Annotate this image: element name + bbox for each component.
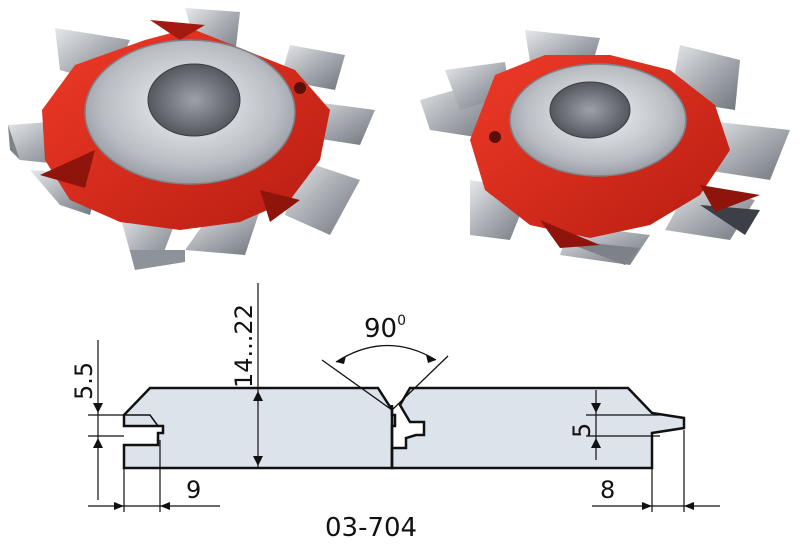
- profile-drawing: 900 14...22 5.5 5 9 8 03-704: [70, 283, 720, 543]
- right-depth-label: 8: [600, 476, 615, 504]
- left-tongue-label: 5.5: [70, 362, 98, 400]
- angle-degree-mark: 0: [397, 313, 406, 329]
- angle-label: 900: [364, 313, 406, 344]
- cutter-right-icon: [420, 30, 790, 265]
- part-number: 03-704: [325, 513, 417, 543]
- cutter-left-icon: [8, 8, 375, 270]
- thickness-label: 14...22: [230, 304, 258, 388]
- right-board-profile: [390, 386, 686, 470]
- left-depth-label: 9: [186, 476, 201, 504]
- right-tongue-label: 5: [568, 423, 596, 438]
